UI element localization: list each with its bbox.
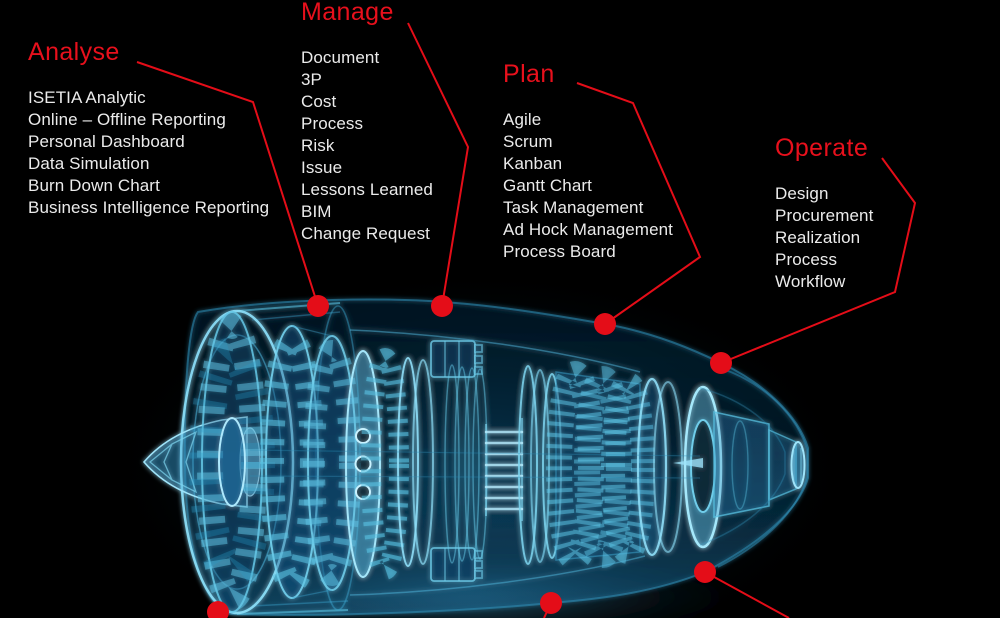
list-item: Design	[775, 184, 829, 203]
connector-dot-operate	[710, 352, 732, 374]
connector-overlay	[136, 22, 917, 618]
section-title-analyse: Analyse	[28, 38, 120, 66]
list-item: Realization	[775, 228, 861, 247]
list-item: Process	[775, 250, 838, 269]
list-item: Process Board	[503, 242, 616, 261]
section-manage: Manage Document 3P Cost Process Risk Iss…	[301, 0, 433, 245]
connector-line-analyse	[136, 61, 319, 307]
list-item: Data Simulation	[28, 154, 150, 173]
connector-line-plan	[576, 82, 702, 325]
section-list-operate: Design Procurement Realization Process W…	[775, 183, 873, 293]
intermediate-case	[345, 350, 381, 578]
compressor-stages	[260, 325, 361, 599]
list-item: Workflow	[775, 272, 846, 291]
connector-dot-bottom-right	[694, 561, 716, 583]
list-item: Agile	[503, 110, 542, 129]
section-list-manage: Document 3P Cost Process Risk Issue Less…	[301, 47, 433, 245]
list-item: Issue	[301, 158, 343, 177]
list-item: Process	[301, 114, 364, 133]
list-item: ISETIA Analytic	[28, 88, 146, 107]
list-item: Scrum	[503, 132, 553, 151]
connector-line-operate	[720, 157, 917, 364]
list-item: Document	[301, 48, 380, 67]
list-item: Ad Hock Management	[503, 220, 673, 239]
list-item: Lessons Learned	[301, 180, 433, 199]
list-item: Kanban	[503, 154, 563, 173]
connector-dot-analyse	[307, 295, 329, 317]
connector-dot-plan	[594, 313, 616, 335]
turbine-rear-frame	[673, 385, 723, 549]
list-item: Cost	[301, 92, 337, 111]
connector-dot-bottom-center	[540, 592, 562, 614]
connector-line-manage	[407, 22, 470, 307]
list-item: Online – Offline Reporting	[28, 110, 226, 129]
connector-line-bottom-right	[704, 571, 790, 618]
engine-group	[142, 298, 809, 616]
section-title-operate: Operate	[775, 134, 869, 162]
section-title-manage: Manage	[301, 0, 394, 26]
list-item: Task Management	[503, 198, 644, 217]
combustor	[484, 418, 524, 521]
list-item: Business Intelligence Reporting	[28, 198, 270, 217]
connector-dots	[207, 295, 732, 618]
list-item: Burn Down Chart	[28, 176, 160, 195]
rear-cowl	[717, 367, 808, 568]
section-operate: Operate Design Procurement Realization P…	[775, 134, 873, 293]
list-item: BIM	[301, 202, 332, 221]
list-item: Risk	[301, 136, 335, 155]
turbine-drum	[546, 361, 683, 571]
list-item: 3P	[301, 70, 322, 89]
section-plan: Plan Agile Scrum Kanban Gantt Chart Task…	[503, 60, 673, 263]
list-item: Gantt Chart	[503, 176, 592, 195]
connector-dot-manage	[431, 295, 453, 317]
section-list-analyse: ISETIA Analytic Online – Offline Reporti…	[28, 87, 269, 219]
section-list-plan: Agile Scrum Kanban Gantt Chart Task Mana…	[503, 109, 673, 263]
connector-dot-bottom-left	[207, 601, 229, 618]
exhaust-cone	[713, 411, 806, 518]
turbine-flanges	[518, 365, 562, 565]
list-item: Procurement	[775, 206, 874, 225]
list-item: Change Request	[301, 224, 430, 243]
list-item: Personal Dashboard	[28, 132, 185, 151]
section-title-plan: Plan	[503, 60, 555, 88]
section-analyse: Analyse ISETIA Analytic Online – Offline…	[28, 38, 269, 219]
